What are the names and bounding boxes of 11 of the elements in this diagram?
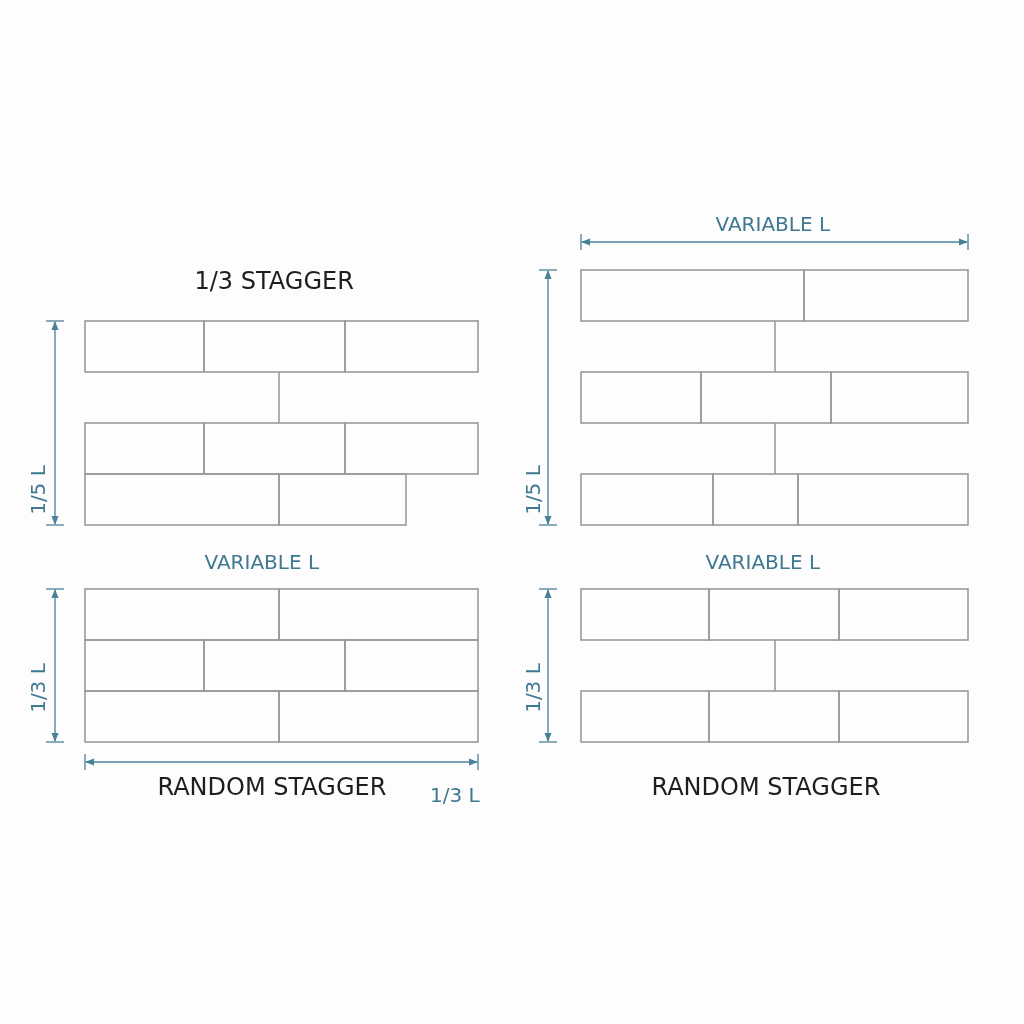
pattern-title: RANDOM STAGGER (651, 775, 881, 799)
pattern-title: 1/3 STAGGER (194, 269, 354, 293)
dimension-label: 1/3 L (27, 663, 48, 713)
dimension-label: 1/5 L (522, 465, 543, 515)
dimension-label: 1/3 L (430, 785, 480, 805)
pattern-title: RANDOM STAGGER (157, 775, 387, 799)
dimension-label: 1/5 L (27, 465, 48, 515)
dimension-label: VARIABLE L (204, 552, 320, 572)
dimension-label: VARIABLE L (715, 214, 831, 234)
dimension-label: VARIABLE L (705, 552, 821, 572)
dimension-label: 1/3 L (522, 663, 543, 713)
